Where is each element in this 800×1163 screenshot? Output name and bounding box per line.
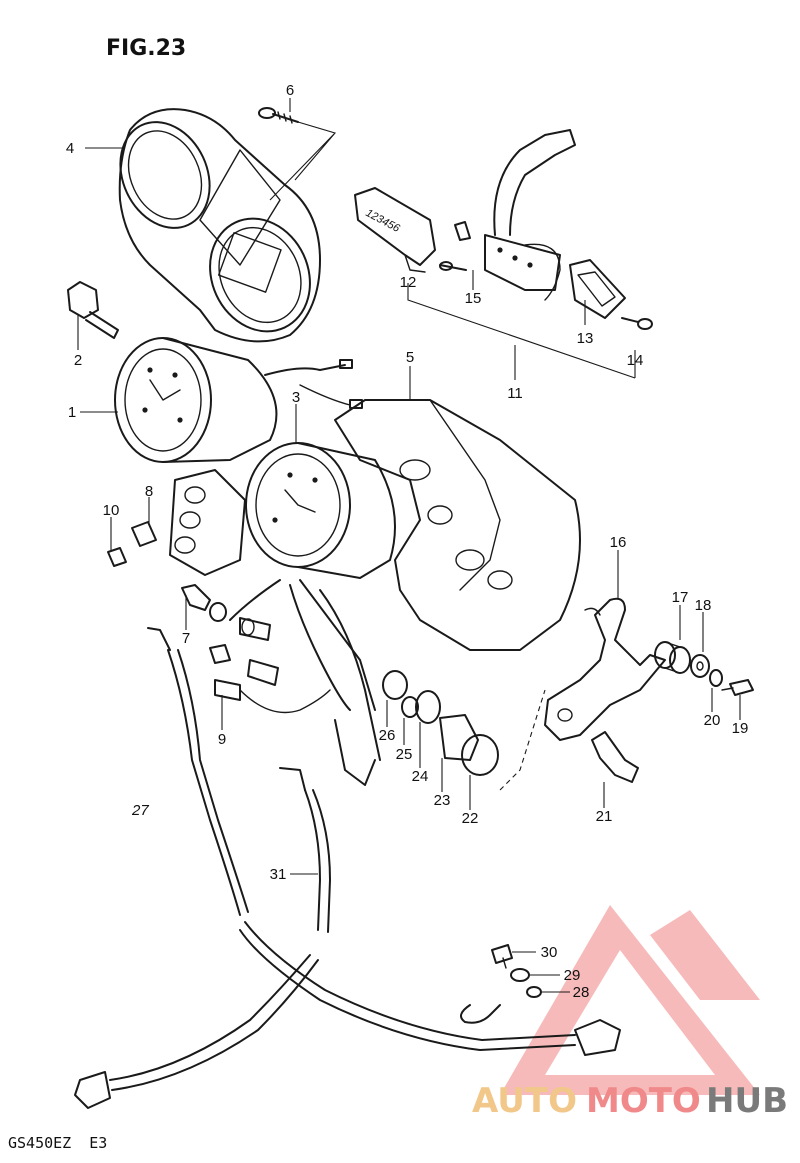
part-oring-28: [460, 986, 542, 1024]
indicator-digits: 123456: [364, 207, 403, 235]
part-grommet-17: [654, 641, 691, 674]
callout-15: 15: [465, 290, 482, 307]
part-meter-case: [118, 108, 321, 343]
part-indicator-socket-block: [169, 469, 246, 576]
part-gear-indicator-12: 123456: [354, 187, 436, 273]
part-damper-stack: [382, 670, 546, 791]
callout-6: 6: [286, 82, 294, 99]
callout-8: 8: [145, 483, 153, 500]
callout-29: 29: [564, 967, 581, 984]
part-bulb-8: [131, 521, 157, 547]
part-screw-15: [439, 261, 467, 271]
callout-7: 7: [182, 630, 190, 647]
watermark-text-moto: MOTO: [586, 1081, 701, 1121]
leader-lines: [77, 98, 741, 993]
callout-5: 5: [406, 349, 414, 366]
part-lens-13: [569, 259, 626, 319]
part-damper-23: [439, 714, 479, 761]
part-bulb-10: [107, 547, 127, 567]
part-washer-18: [690, 654, 710, 678]
callout-4: 4: [66, 140, 74, 157]
part-wiring-harness: [229, 359, 381, 786]
part-tachometer: [245, 442, 396, 579]
callout-26: 26: [379, 727, 396, 744]
part-screw-6: [258, 107, 299, 124]
part-screw-30: [491, 944, 513, 969]
watermark-wordmark: AUTO MOTO HUB: [472, 1081, 788, 1121]
callout-16: 16: [610, 534, 627, 551]
callout-27: 27: [131, 802, 149, 819]
part-bolt-19: [721, 679, 754, 696]
callout-17: 17: [672, 589, 689, 606]
part-drive-gear-2: [67, 281, 119, 339]
model-code: GS450EZ E3: [8, 1134, 107, 1152]
part-speedometer: [114, 337, 278, 463]
callout-3: 3: [292, 389, 300, 406]
callout-24: 24: [412, 768, 429, 785]
part-washer-24: [415, 690, 441, 724]
callout-20: 20: [704, 712, 721, 729]
part-speedometer-cable-27: [147, 627, 621, 1056]
part-bulb-socket-7: [181, 584, 271, 641]
part-damper-22: [461, 734, 499, 776]
part-washer-29: [510, 968, 530, 982]
part-nut-26: [382, 670, 408, 700]
part-bolt-21: [591, 731, 639, 783]
figure-title: FIG.23: [106, 36, 186, 61]
callout-31: 31: [270, 866, 287, 883]
callout-labels: 4 6 2 1 3 5 8 10 7 9 12 15 11 13 14 16 1…: [66, 82, 749, 1001]
callout-25: 25: [396, 746, 413, 763]
callout-1: 1: [68, 404, 76, 421]
watermark-text-hub: HUB: [706, 1081, 788, 1121]
callout-11: 11: [507, 385, 523, 402]
callout-14: 14: [627, 352, 644, 369]
callout-19: 19: [732, 720, 749, 737]
watermark-logo: [500, 905, 760, 1095]
callout-23: 23: [434, 792, 451, 809]
part-bulb-socket-9: [209, 644, 331, 714]
part-indicator-lead-11: [454, 129, 576, 301]
callout-28: 28: [573, 984, 590, 1001]
callout-12: 12: [400, 274, 417, 291]
watermark-triangle-icon: [500, 905, 760, 1095]
part-washer-20: [709, 669, 723, 687]
callout-9: 9: [218, 731, 226, 748]
callout-10: 10: [103, 502, 120, 519]
part-screw-14: [621, 317, 653, 330]
callout-2: 2: [74, 352, 82, 369]
callout-22: 22: [462, 810, 479, 827]
part-meter-lower-case: [334, 399, 581, 651]
callout-13: 13: [577, 330, 594, 347]
watermark-text-auto: AUTO: [472, 1081, 577, 1121]
callout-30: 30: [541, 944, 558, 961]
callout-21: 21: [596, 808, 613, 825]
watermark-triangle-inner-icon: [650, 910, 760, 1000]
part-washer-25: [401, 696, 419, 718]
part-tachometer-cable-31: [74, 767, 331, 1109]
callout-18: 18: [695, 597, 712, 614]
part-bracket-16: [544, 597, 666, 741]
